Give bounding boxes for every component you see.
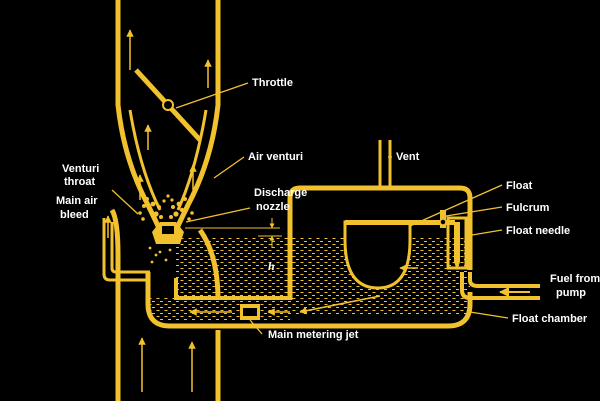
height-indicator	[185, 218, 282, 248]
float-mechanism	[343, 210, 468, 290]
labels: Throttle Air venturi Vent Venturi throat…	[56, 77, 600, 341]
air-horn-right-lower	[197, 228, 221, 401]
label-air-venturi: Air venturi	[248, 151, 303, 163]
discharge-nozzle	[152, 222, 184, 244]
label-main-air-bleed-2: bleed	[60, 209, 89, 221]
label-vent: Vent	[396, 151, 420, 163]
label-main-air-bleed-1: Main air	[56, 195, 98, 207]
fulcrum-pivot	[439, 218, 447, 226]
float-body	[343, 220, 412, 290]
label-throttle: Throttle	[252, 77, 293, 89]
fuel-passage-lower	[148, 298, 470, 320]
air-horn-left-wall	[115, 0, 163, 238]
throttle-valve	[134, 68, 202, 142]
air-flow-arrows	[126, 29, 212, 392]
vent-tube	[378, 140, 392, 188]
label-main-metering-jet: Main metering jet	[268, 329, 359, 341]
label-discharge-nozzle-1: Discharge	[254, 187, 307, 199]
fuel-spray	[138, 194, 194, 264]
fuel-inlet	[460, 272, 540, 300]
label-float: Float	[506, 180, 533, 192]
inner-passage-wall	[174, 278, 290, 300]
leader-lines	[111, 82, 509, 335]
label-discharge-nozzle-2: nozzle	[256, 201, 290, 213]
float-lever	[345, 220, 455, 225]
main-air-bleed	[102, 215, 150, 282]
float-needle	[454, 222, 460, 270]
label-fulcrum: Fulcrum	[506, 202, 550, 214]
label-fuel-from-pump-2: pump	[556, 287, 586, 299]
float-chamber-bottom	[145, 272, 473, 329]
label-venturi-throat-1: Venturi	[62, 163, 99, 175]
fuel-flow-arrows	[189, 264, 418, 316]
air-horn-left-lower	[109, 208, 121, 401]
fuel-passage	[160, 236, 290, 298]
label-float-chamber: Float chamber	[512, 313, 588, 325]
float-chamber	[145, 140, 473, 329]
label-venturi-throat-2: throat	[64, 176, 96, 188]
label-fuel-from-pump-1: Fuel from	[550, 273, 600, 285]
label-float-needle: Float needle	[506, 225, 570, 237]
label-h: h	[268, 259, 275, 273]
